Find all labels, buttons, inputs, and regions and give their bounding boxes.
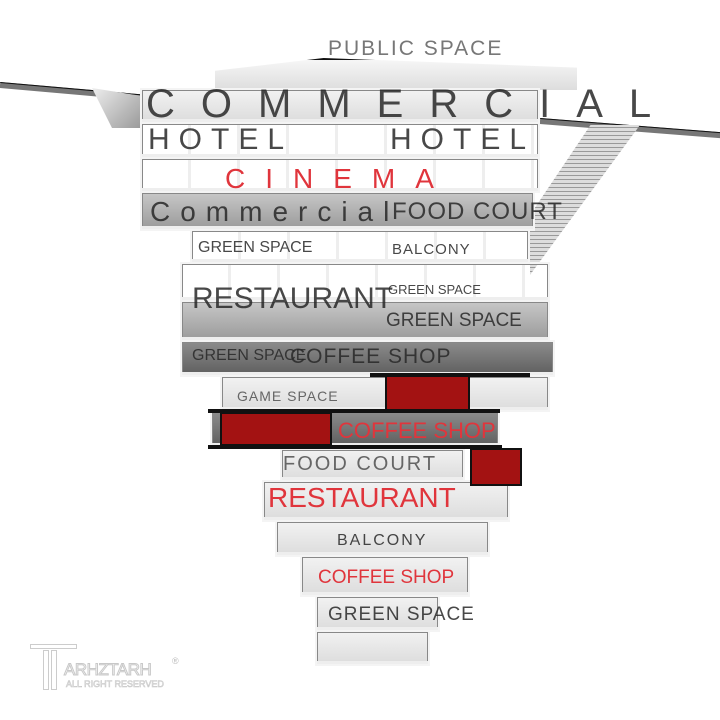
label-cinema: CINEMA	[225, 163, 454, 194]
slab-line-2	[208, 409, 500, 413]
label-coffee-shop-2: COFFEE SHOP	[338, 418, 496, 443]
label-green-space-2: GREEN SPACE	[388, 282, 481, 297]
red-block-lower	[470, 448, 522, 486]
slab-line-1	[370, 373, 530, 377]
floor-restaurant-lower	[262, 480, 510, 522]
watermark-tagline: ALL RIGHT RESERVED	[66, 679, 164, 690]
label-hotel-left: HOTEL	[148, 123, 294, 156]
label-game-space: GAME SPACE	[237, 388, 339, 404]
label-food-court-upper: FOOD COURT	[392, 198, 563, 225]
label-public-space: PUBLIC SPACE	[328, 37, 504, 60]
registered-icon: ®	[172, 656, 179, 666]
label-commercial-top: COMMERCIAL	[146, 82, 678, 126]
label-food-court-lower: FOOD COURT	[283, 453, 438, 475]
label-green-space-5: GREEN SPACE	[328, 604, 475, 625]
label-restaurant-lower: RESTAURANT	[268, 482, 456, 513]
label-commercial: Commercial	[150, 196, 400, 227]
watermark-brand: ARHZTARH	[63, 660, 152, 680]
label-balcony-upper: BALCONY	[392, 241, 471, 258]
red-block-coffee	[220, 412, 332, 446]
label-restaurant-upper: RESTAURANT	[192, 282, 394, 315]
label-green-space-4: GREEN SPACE	[192, 347, 307, 364]
label-coffee-shop-1: COFFEE SHOP	[290, 345, 452, 368]
watermark-logo: ARHZTARH ALL RIGHT RESERVED ®	[30, 642, 190, 692]
column-icon	[30, 644, 77, 690]
label-green-space-1: GREEN SPACE	[198, 239, 313, 256]
red-block-game	[385, 375, 470, 411]
label-balcony-lower: BALCONY	[337, 532, 428, 549]
slab-line-3	[208, 445, 502, 449]
floor-bottom	[315, 630, 430, 666]
label-green-space-3: GREEN SPACE	[386, 310, 522, 331]
label-coffee-shop-3: COFFEE SHOP	[318, 567, 455, 588]
label-hotel-right: HOTEL	[390, 123, 536, 156]
